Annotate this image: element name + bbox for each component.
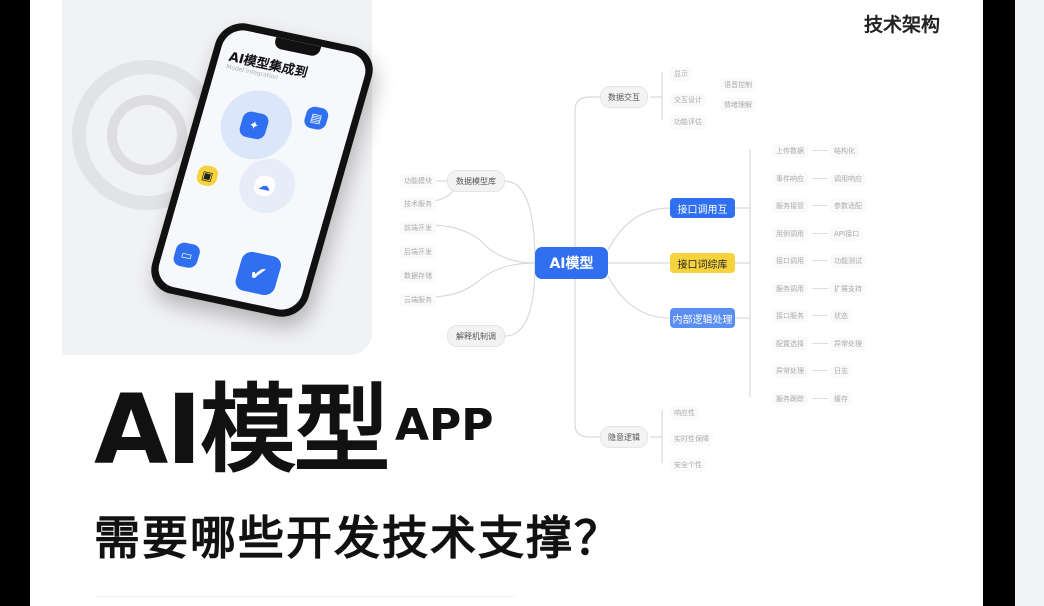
- mindmap-leaf: 功能评估: [670, 115, 706, 129]
- mindmap-leaf: 语音控制: [720, 78, 756, 92]
- mindmap-leaf: 显示: [670, 67, 692, 81]
- leaf-connector: [812, 397, 828, 399]
- leaf-connector: [812, 315, 828, 316]
- mindmap-leaf: 接口服务: [772, 309, 808, 323]
- mindmap-node-explain: 解释机制调: [447, 325, 505, 347]
- mindmap-leaf: 响应性: [670, 406, 699, 420]
- mindmap-connectors: [429, 72, 751, 463]
- leaf-connector: [812, 177, 828, 179]
- mindmap-leaf: 服务跟踪: [772, 391, 808, 406]
- right-letterbox: [983, 0, 1015, 606]
- mindmap-leaf: 参数适配: [830, 199, 866, 213]
- mindmap-leaf: 情绪理解: [720, 98, 756, 112]
- mindmap-leaf: 异常处理: [772, 364, 808, 378]
- leaf-connector: [812, 232, 828, 234]
- leaf-connector: [812, 287, 828, 289]
- mindmap-leaf: 服务接管: [772, 199, 808, 213]
- mindmap-leaf: 调用响应: [830, 171, 866, 186]
- mindmap-leaf: 安全个性: [670, 458, 706, 472]
- mindmap-leaf: 前端开发: [400, 221, 436, 235]
- leaf-connector: [812, 260, 828, 261]
- mindmap-leaf: 实时性保障: [670, 432, 713, 446]
- mindmap-leaf: 接口调用: [772, 254, 808, 268]
- leaf-connector: [812, 342, 828, 344]
- mindmap-node-model-library: 数据模型库: [447, 170, 505, 192]
- mindmap-leaf: 配置选择: [772, 336, 808, 351]
- swirl-decoration-inner: [107, 95, 187, 175]
- mindmap-leaf: 数据存储: [400, 269, 436, 283]
- mindmap-node-api-interaction: 接口调用互: [670, 198, 735, 218]
- headline-suffix: APP: [395, 400, 494, 451]
- leaf-connector: [812, 370, 828, 371]
- corner-label: 技术架构: [864, 14, 941, 36]
- mindmap-leaf: 服务调用: [772, 281, 808, 296]
- mindmap-leaf: 交互设计: [670, 93, 706, 107]
- mindmap-leaf: 结构化: [830, 144, 859, 158]
- mindmap-leaf: 云端服务: [400, 293, 436, 307]
- cover-image: AI模型集成到 Model integration ✦ ▤ ▣ ☁ ▭ ✔ 技术…: [30, 0, 983, 606]
- footer-divider: [95, 596, 515, 597]
- mindmap-node-internal-logic: 内部逻辑处理: [670, 308, 735, 328]
- mindmap-node-data-interaction: 数据交互: [600, 86, 648, 108]
- mindmap-leaf: 上传数据: [772, 144, 808, 158]
- headline: AI模型: [94, 374, 390, 486]
- mindmap-leaf: 功能测试: [830, 254, 866, 268]
- mindmap-node-api-library: 接口词综库: [670, 253, 735, 273]
- mindmap-leaf: 事件响应: [772, 171, 808, 186]
- mindmap-leaf: 状态: [830, 309, 852, 323]
- mindmap-leaf: 技术服务: [400, 197, 436, 211]
- left-letterbox: [0, 0, 30, 606]
- mindmap-leaf: 用例调用: [772, 226, 808, 241]
- mindmap-leaf: 扩展支持: [830, 281, 866, 296]
- mindmap-center-node: AI模型: [535, 247, 608, 279]
- mindmap-node-logic: 隐意逻辑: [600, 426, 648, 448]
- mindmap-leaf: 日志: [830, 364, 852, 378]
- mindmap-leaf: 缓存: [830, 391, 852, 406]
- mindmap-leaf: 功能模块: [400, 174, 436, 188]
- subtitle: 需要哪些开发技术支撑？: [94, 511, 622, 565]
- mindmap-leaf: 异常处理: [830, 336, 866, 351]
- phone-panel: AI模型集成到 Model integration ✦ ▤ ▣ ☁ ▭ ✔: [62, 0, 379, 355]
- mindmap-leaf: 后端开发: [400, 245, 436, 259]
- mindmap-leaf: API接口: [830, 226, 864, 241]
- leaf-connector: [812, 150, 828, 151]
- leaf-connector: [812, 205, 828, 206]
